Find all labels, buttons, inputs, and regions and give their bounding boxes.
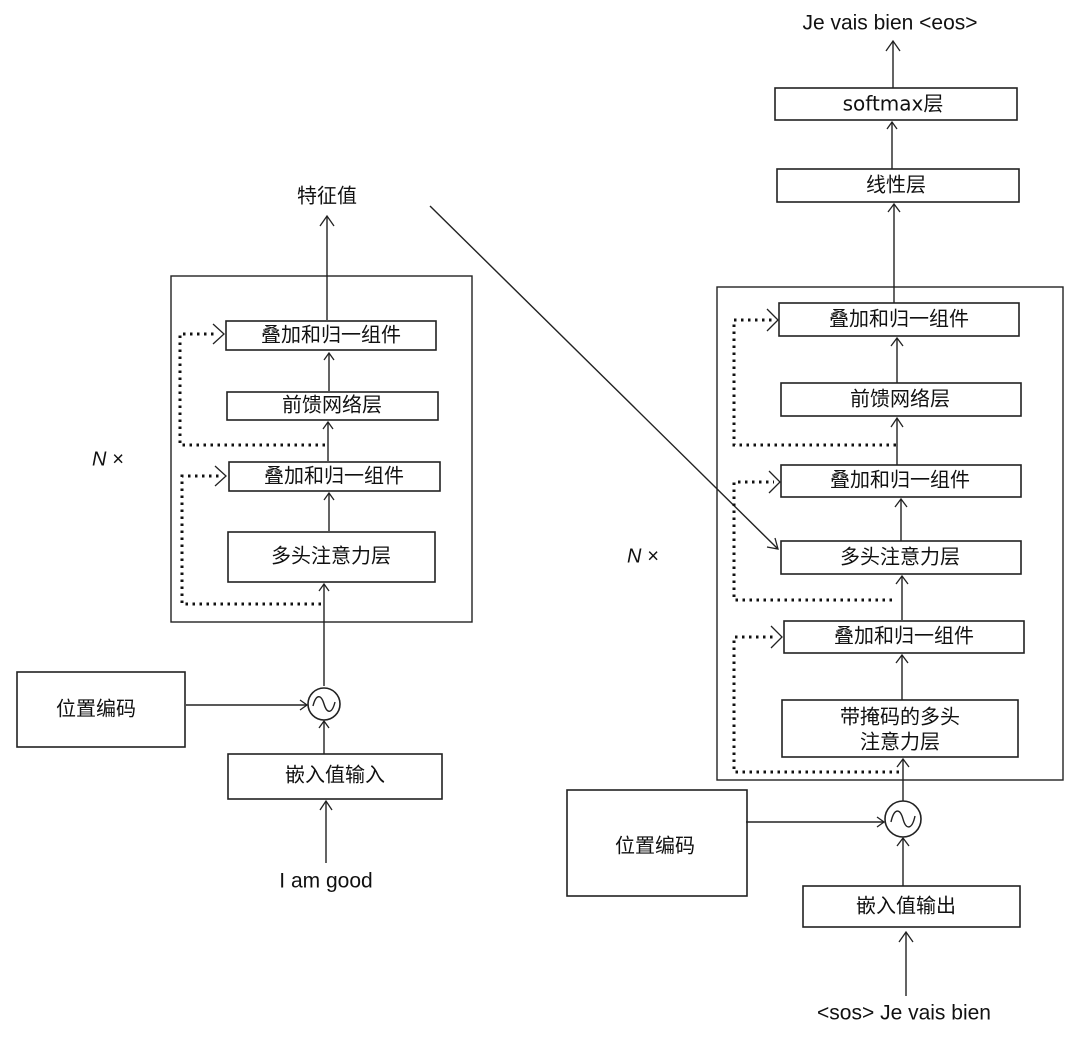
arrow-head bbox=[319, 214, 335, 227]
decoder-masked-attention-label-line1: 带掩码的多头 bbox=[840, 705, 960, 729]
arrow-head bbox=[323, 491, 335, 501]
decoder-residual-connection-top bbox=[732, 318, 896, 447]
arrow-head bbox=[323, 351, 335, 361]
arrow-head bbox=[894, 497, 908, 508]
arrow-head bbox=[896, 757, 910, 768]
decoder-multi-head-attention bbox=[780, 540, 1022, 575]
decoder-masked-multi-head-attention bbox=[781, 699, 1019, 758]
arrow-head bbox=[895, 653, 909, 664]
encoder-positional-encoding-label: 位置编码 bbox=[56, 697, 136, 721]
arrow-head bbox=[318, 582, 330, 592]
decoder-output-embedding-label: 嵌入值输出 bbox=[856, 894, 956, 918]
decoder-softmax-label: softmax层 bbox=[843, 92, 944, 116]
arrow-head bbox=[299, 699, 309, 711]
encoder-output-label: 特征值 bbox=[297, 184, 357, 208]
decoder-add-norm-bottom bbox=[783, 620, 1025, 654]
encoder-add-norm-top-label: 叠加和归一组件 bbox=[261, 323, 401, 347]
arrow-head bbox=[322, 420, 334, 430]
decoder-output-embedding bbox=[802, 885, 1021, 928]
decoder-positional-encoding-label: 位置编码 bbox=[615, 834, 695, 858]
decoder-residual-connection-middle bbox=[732, 480, 892, 602]
decoder-output-text: Je vais bien <eos> bbox=[802, 12, 977, 35]
encoder-stack-frame bbox=[170, 275, 473, 623]
decoder-residual-connection-bottom bbox=[732, 635, 899, 774]
sine-wave-icon bbox=[312, 696, 336, 712]
encoder-multi-head-attention-label: 多头注意力层 bbox=[271, 544, 391, 568]
arrow-head bbox=[895, 574, 909, 585]
arrow-head bbox=[214, 465, 227, 487]
arrow-head bbox=[876, 816, 886, 828]
decoder-masked-attention-label-line2: 注意力层 bbox=[860, 730, 940, 754]
arrow-head bbox=[890, 336, 904, 347]
encoder-add-norm-bottom-label: 叠加和归一组件 bbox=[264, 464, 404, 488]
encoder-residual-connection-top bbox=[178, 332, 325, 447]
decoder-repeat-label: N × bbox=[627, 545, 659, 567]
arrow-head bbox=[896, 836, 910, 847]
decoder-linear-layer bbox=[776, 168, 1020, 203]
arrow-head bbox=[885, 39, 901, 52]
arrow-head bbox=[890, 416, 904, 428]
encoder-multi-head-attention bbox=[227, 531, 436, 583]
decoder-multi-head-attention-label: 多头注意力层 bbox=[840, 545, 960, 569]
decoder-positional-encoding bbox=[566, 789, 748, 897]
arrow-head bbox=[318, 719, 330, 729]
decoder-add-norm-top bbox=[778, 302, 1020, 337]
arrow-head bbox=[766, 308, 779, 332]
arrow-head bbox=[887, 202, 901, 213]
decoder-add-norm-middle bbox=[780, 464, 1022, 498]
decoder-feed-forward bbox=[780, 382, 1022, 417]
encoder-input-text: I am good bbox=[279, 870, 372, 893]
encoder-input-embedding-label: 嵌入值输入 bbox=[285, 763, 385, 787]
decoder-stack-frame bbox=[716, 286, 1064, 781]
arrow-head bbox=[898, 930, 914, 943]
decoder-linear-label: 线性层 bbox=[866, 173, 926, 197]
decoder-add-norm-middle-label: 叠加和归一组件 bbox=[830, 468, 970, 492]
encoder-input-embedding bbox=[227, 753, 443, 800]
arrow-head bbox=[768, 470, 781, 494]
encoder-add-norm-bottom bbox=[228, 461, 441, 492]
arrow-head bbox=[319, 799, 333, 811]
encoder: 特征值 N × 叠加和归一组件 前馈网络层 叠加和归一组件 多头注意力层 bbox=[16, 184, 473, 893]
arrow-head bbox=[212, 323, 225, 345]
decoder-add-norm-top-label: 叠加和归一组件 bbox=[829, 307, 969, 331]
encoder-positional-encoding bbox=[16, 671, 186, 748]
encoder-feed-forward bbox=[226, 391, 439, 421]
decoder-feed-forward-label: 前馈网络层 bbox=[850, 387, 950, 411]
encoder-feed-forward-label: 前馈网络层 bbox=[282, 393, 382, 417]
decoder-input-text: <sos> Je vais bien bbox=[817, 1002, 991, 1025]
arrow-head bbox=[770, 625, 783, 649]
decoder-add-norm-bottom-label: 叠加和归一组件 bbox=[834, 624, 974, 648]
decoder: Je vais bien <eos> softmax层 线性层 N × 叠加和归… bbox=[566, 12, 1064, 1025]
arrow-head bbox=[886, 120, 898, 130]
encoder-repeat-label: N × bbox=[92, 448, 124, 470]
sine-wave-icon bbox=[890, 810, 916, 828]
encoder-decoder-connection bbox=[429, 205, 779, 550]
arrow-head bbox=[766, 537, 779, 550]
encoder-residual-connection-bottom bbox=[180, 474, 321, 606]
encoder-add-norm-top bbox=[225, 320, 437, 351]
decoder-softmax-layer bbox=[774, 87, 1018, 121]
